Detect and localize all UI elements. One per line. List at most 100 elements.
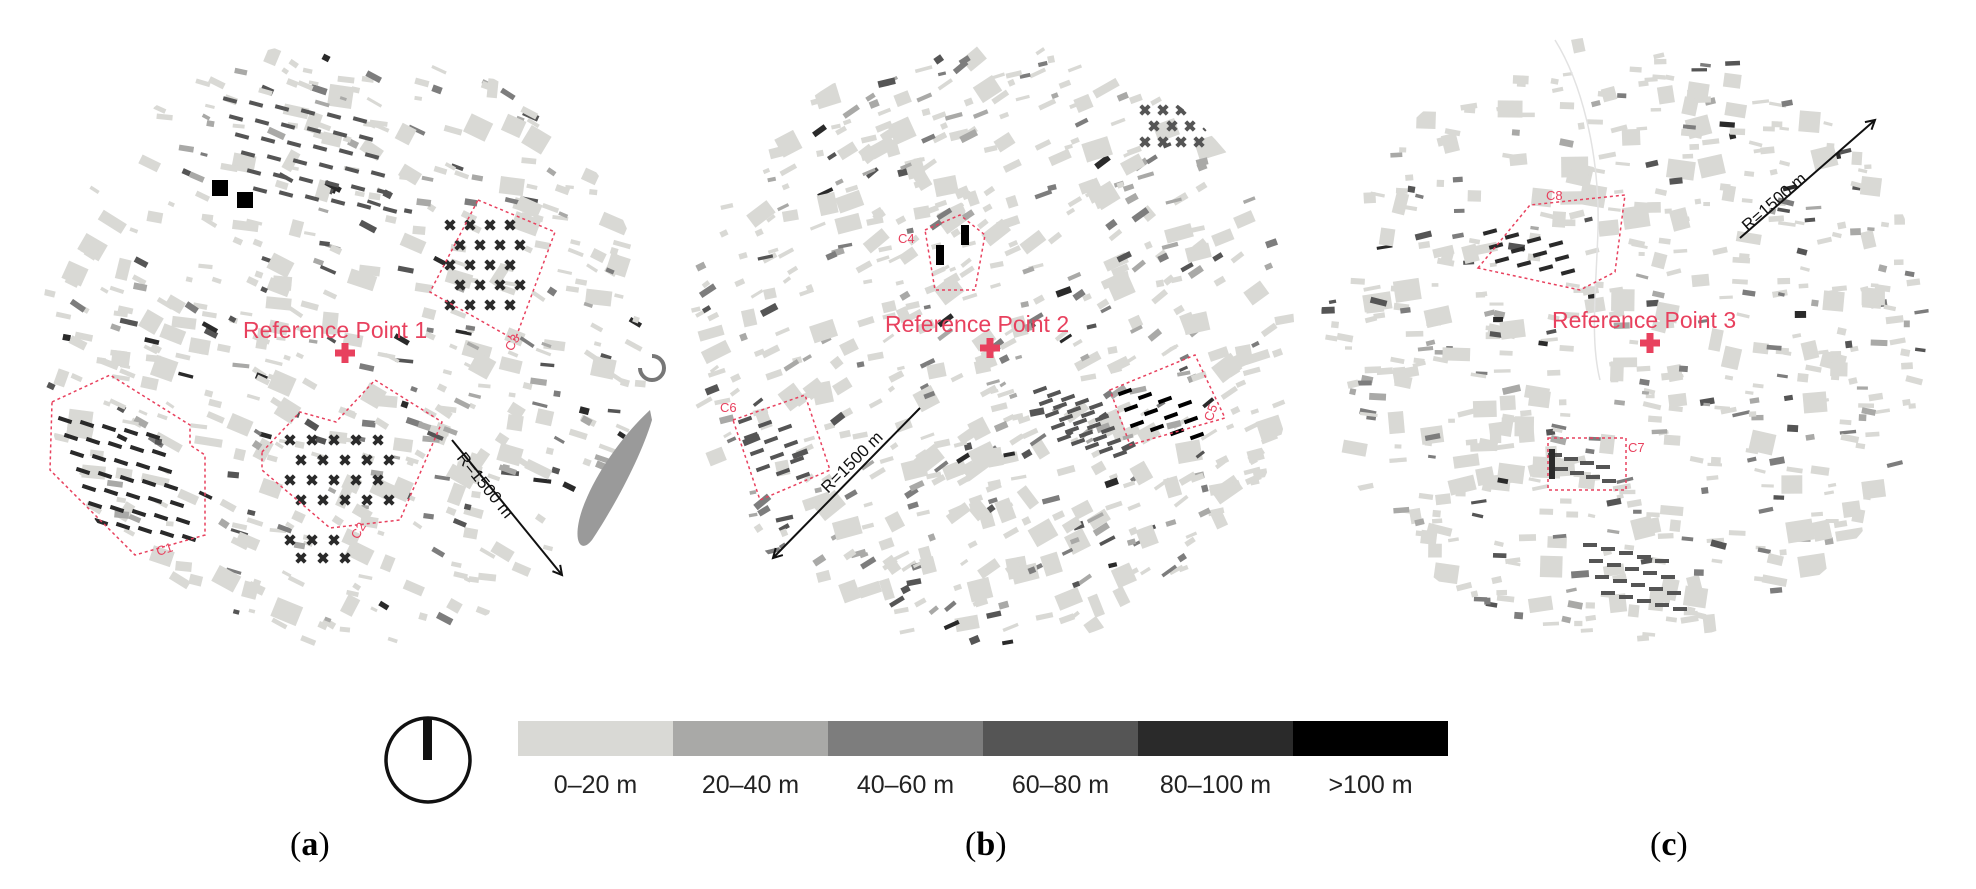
building (1193, 104, 1205, 116)
building (1180, 262, 1194, 273)
building (1645, 159, 1659, 169)
building (1002, 414, 1015, 423)
building (777, 203, 790, 212)
legend-swatch (518, 721, 673, 756)
building (248, 608, 256, 614)
building (1470, 499, 1487, 505)
building (352, 582, 362, 591)
building (1095, 147, 1106, 157)
building (1066, 207, 1076, 216)
building (843, 548, 857, 561)
building (99, 357, 118, 368)
building (1009, 315, 1029, 339)
building (915, 449, 927, 459)
building (1601, 591, 1615, 595)
building (1561, 615, 1572, 624)
zone-outline-c5 (1109, 354, 1227, 446)
building (1373, 312, 1386, 320)
building (1858, 403, 1875, 408)
building (133, 256, 149, 269)
building (1641, 390, 1650, 395)
building (1748, 411, 1757, 417)
building (752, 397, 764, 407)
building (943, 619, 960, 631)
building (905, 300, 920, 311)
building (1861, 479, 1887, 500)
building (1108, 228, 1123, 242)
building (410, 386, 418, 393)
building (514, 279, 526, 291)
building (802, 354, 812, 362)
building (1653, 52, 1665, 60)
building (350, 434, 362, 446)
building (1328, 299, 1337, 305)
building (1561, 156, 1589, 178)
building (1837, 221, 1847, 230)
building (1798, 283, 1809, 289)
building (1655, 603, 1669, 607)
building (1193, 136, 1205, 148)
building (421, 307, 437, 321)
building (431, 546, 446, 558)
building (1830, 350, 1842, 357)
building (726, 436, 737, 444)
building (339, 494, 351, 506)
building (326, 335, 337, 344)
building (1663, 434, 1681, 446)
building (232, 236, 244, 246)
building (151, 448, 167, 458)
building (1153, 477, 1171, 491)
building (198, 263, 213, 270)
building (1135, 524, 1159, 549)
building (1094, 154, 1111, 170)
building (1665, 74, 1675, 81)
building (1211, 352, 1243, 384)
building (865, 167, 879, 179)
building (1178, 564, 1189, 573)
building (332, 327, 342, 335)
building (383, 454, 395, 466)
building (1609, 361, 1624, 382)
building (260, 286, 268, 294)
building (1087, 418, 1097, 426)
building (254, 270, 264, 279)
building (195, 78, 211, 88)
building (1799, 266, 1810, 272)
building (147, 495, 163, 505)
building (916, 509, 930, 517)
building (165, 401, 175, 409)
building (1220, 385, 1238, 400)
building (1619, 489, 1636, 495)
building (1249, 458, 1258, 466)
building (1703, 201, 1711, 207)
building (1601, 547, 1615, 551)
building (494, 239, 506, 251)
building (1769, 168, 1778, 176)
building (1366, 306, 1385, 314)
building (294, 440, 305, 449)
building (1722, 72, 1742, 89)
building (465, 325, 476, 331)
building (1078, 178, 1097, 195)
building (463, 576, 472, 583)
building (318, 162, 334, 170)
building (1554, 254, 1570, 262)
building (1473, 596, 1488, 602)
building (1585, 614, 1597, 622)
building (141, 478, 157, 488)
building (314, 435, 327, 445)
building (993, 132, 1016, 153)
building (1250, 408, 1260, 415)
building (1634, 201, 1650, 208)
building (899, 290, 911, 301)
building (774, 326, 790, 337)
building (1066, 405, 1082, 415)
building (414, 77, 430, 88)
building (1861, 289, 1885, 306)
legend-swatch (1138, 721, 1293, 756)
building (1054, 586, 1084, 611)
building (140, 375, 159, 391)
building (116, 433, 128, 442)
building (1126, 538, 1137, 546)
building (1070, 137, 1080, 145)
